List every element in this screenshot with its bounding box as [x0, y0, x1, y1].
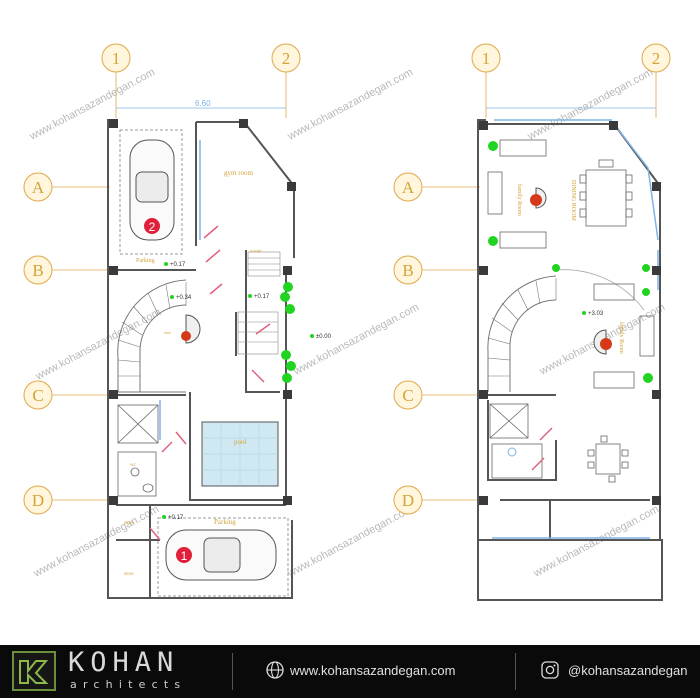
dining-table: [579, 159, 633, 227]
right-floor-plan: 1 2 A B C D: [393, 43, 671, 601]
room-label-family: family Room: [516, 184, 523, 216]
instagram-icon: [540, 660, 560, 685]
svg-text:1: 1: [112, 49, 121, 68]
svg-text:±0.00: ±0.00: [316, 334, 332, 340]
website-link[interactable]: www.kohansazandegan.com: [290, 663, 456, 678]
spiral-stair: [117, 279, 187, 393]
divider: [232, 653, 233, 690]
divider: [515, 653, 516, 690]
spiral-stair: [487, 275, 557, 392]
room-label-parking: Parking: [136, 258, 155, 264]
grid-bubble: B: [393, 255, 423, 285]
fireplace-marker: [600, 338, 612, 350]
room-label-stair: stair: [164, 330, 172, 335]
svg-text:+3.03: +3.03: [588, 311, 604, 317]
level-markers: +0.17 +0.34 +0.17 ±0.00 +0.17: [162, 262, 332, 521]
svg-text:+0.34: +0.34: [176, 295, 192, 301]
watermark: www.kohansazandegan.com: [285, 503, 415, 580]
svg-text:1: 1: [181, 549, 188, 563]
svg-text:A: A: [402, 178, 415, 197]
room-label-family: family Room: [618, 322, 625, 354]
svg-text:B: B: [32, 261, 43, 280]
grid-bubble: D: [23, 485, 53, 515]
watermark: www.kohansazandegan.com: [27, 66, 157, 143]
grid-bubble: 1: [101, 43, 131, 73]
grid-bubble: A: [23, 172, 53, 202]
svg-text:+0.17: +0.17: [168, 515, 184, 521]
svg-text:+0.17: +0.17: [170, 262, 186, 268]
footer-bar: KOHAN architects www.kohansazandegan.com…: [0, 645, 700, 698]
svg-text:+0.17: +0.17: [254, 294, 270, 300]
room-label-storage: storage: [250, 248, 262, 253]
floor-plans-canvas: www.kohansazandegan.com www.kohansazande…: [23, 43, 671, 601]
room-label-pool: pool: [234, 438, 247, 446]
dimension-label: 6.60: [195, 99, 211, 108]
fireplace-marker: [530, 194, 542, 206]
room-label-gym: gym room: [224, 169, 254, 177]
instagram-handle[interactable]: @kohansazandegan: [568, 663, 688, 678]
svg-text:1: 1: [482, 49, 491, 68]
grid-bubble: 2: [641, 43, 671, 73]
svg-text:2: 2: [282, 49, 291, 68]
grid-bubble: C: [23, 380, 53, 410]
car-top: 2: [129, 139, 175, 241]
room-label-dining: DINING ROOM: [570, 180, 576, 221]
watermark: www.kohansazandegan.com: [31, 503, 161, 580]
brand-subtitle: architects: [70, 678, 187, 691]
grid-bubble: D: [393, 485, 423, 515]
level-markers: +3.03: [582, 311, 604, 317]
columns: [109, 119, 296, 505]
fireplace-marker: [181, 331, 191, 341]
watermark: www.kohansazandegan.com: [525, 66, 655, 143]
svg-text:D: D: [32, 491, 44, 510]
car-bottom: 1: [165, 529, 277, 581]
globe-icon: [265, 660, 285, 685]
columns: [479, 121, 661, 505]
svg-text:C: C: [32, 386, 43, 405]
svg-text:2: 2: [149, 220, 156, 234]
svg-text:A: A: [32, 178, 45, 197]
plants: [488, 141, 653, 383]
brand-name: KOHAN: [68, 647, 180, 678]
left-floor-plan: 6.60 1 2 A B C D: [23, 43, 332, 599]
watermark: www.kohansazandegan.com: [285, 66, 415, 143]
svg-text:B: B: [402, 261, 413, 280]
svg-text:C: C: [402, 386, 413, 405]
grid-bubble: 2: [271, 43, 301, 73]
grid-bubble: B: [23, 255, 53, 285]
room-label-wc: wc: [130, 463, 137, 468]
plants: [280, 282, 296, 383]
watermark: www.kohansazandegan.com: [291, 301, 421, 378]
grid-bubble: 1: [471, 43, 501, 73]
room-label-parking: Parking: [214, 518, 236, 526]
room-label-store: store: [124, 572, 135, 577]
grid-bubble: C: [393, 380, 423, 410]
room-label-store: store: [124, 521, 135, 526]
grid-bubble: A: [393, 172, 423, 202]
svg-text:2: 2: [652, 49, 661, 68]
watermarks: www.kohansazandegan.com www.kohansazande…: [27, 66, 667, 580]
logo-icon: [12, 651, 56, 691]
svg-text:D: D: [402, 491, 414, 510]
